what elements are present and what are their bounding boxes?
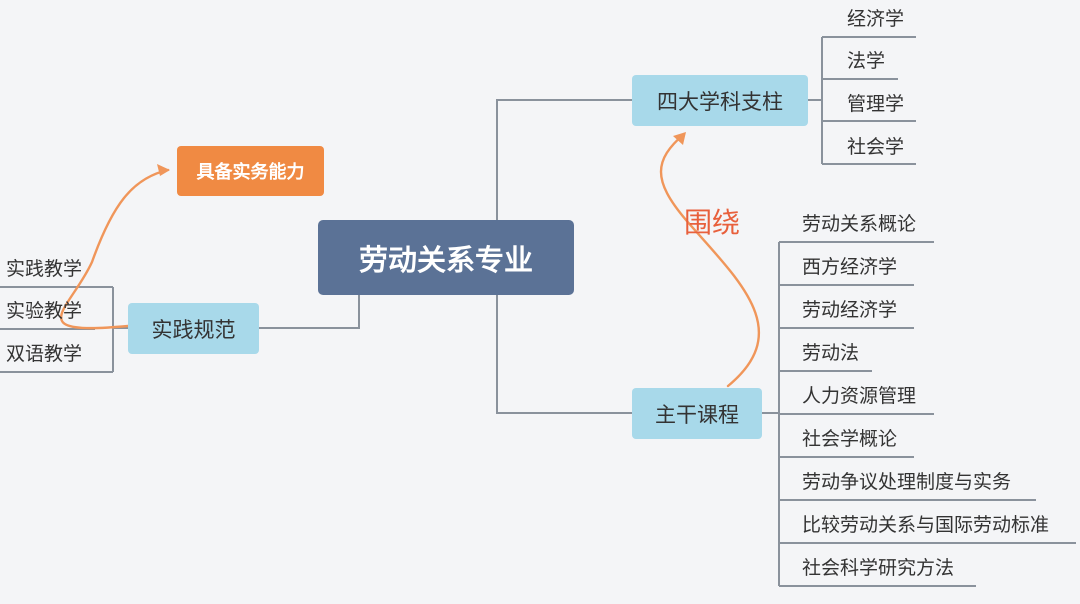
leaf-practice-experiment[interactable]: 实验教学 [6,300,83,322]
leaf-core-course[interactable]: 人力资源管理 [802,385,917,407]
branch-four-pillars-label: 四大学科支柱 [657,89,783,114]
branch-four-pillars[interactable]: 四大学科支柱 [632,75,808,126]
connector-central-to-core-courses [496,295,632,414]
leaf-core-course[interactable]: 劳动经济学 [802,299,898,321]
leaf-core-course[interactable]: 劳动争议处理制度与实务 [802,471,1012,493]
highlight-practical-ability-label: 具备实务能力 [196,162,305,183]
central-topic[interactable]: 劳动关系专业 [318,220,574,295]
leaf-core-course[interactable]: 社会科学研究方法 [802,557,955,579]
leaf-pillar-sociology[interactable]: 社会学 [847,136,905,158]
branch-core-courses[interactable]: 主干课程 [632,388,762,439]
leaf-pillar-economics[interactable]: 经济学 [847,8,905,30]
leaf-practice-teaching[interactable]: 实践教学 [6,258,83,280]
annotation-around: 围绕 [684,206,741,239]
connector-central-to-four-pillars [496,99,632,220]
arrowhead-pillars [673,132,686,145]
branch-practice-label: 实践规范 [151,317,236,342]
arrow-practice-to-highlight [59,168,170,330]
arrow-core-to-pillars [659,132,761,388]
connector-central-to-practice [259,295,360,329]
branch-core-courses-label: 主干课程 [655,402,739,427]
leaf-pillar-management[interactable]: 管理学 [847,93,905,115]
leaf-pillar-law[interactable]: 法学 [847,50,886,72]
highlight-practical-ability[interactable]: 具备实务能力 [177,146,324,196]
central-topic-label: 劳动关系专业 [358,242,533,277]
leaf-practice-bilingual[interactable]: 双语教学 [6,343,83,365]
leaf-core-course[interactable]: 西方经济学 [802,256,898,278]
branch-practice[interactable]: 实践规范 [128,303,259,354]
leaf-core-course[interactable]: 比较劳动关系与国际劳动标准 [802,514,1050,536]
arrowhead-highlight [157,164,170,176]
leaf-core-course[interactable]: 劳动法 [802,342,860,364]
leaf-core-course[interactable]: 劳动关系概论 [802,213,917,235]
leaf-core-course[interactable]: 社会学概论 [802,428,898,450]
